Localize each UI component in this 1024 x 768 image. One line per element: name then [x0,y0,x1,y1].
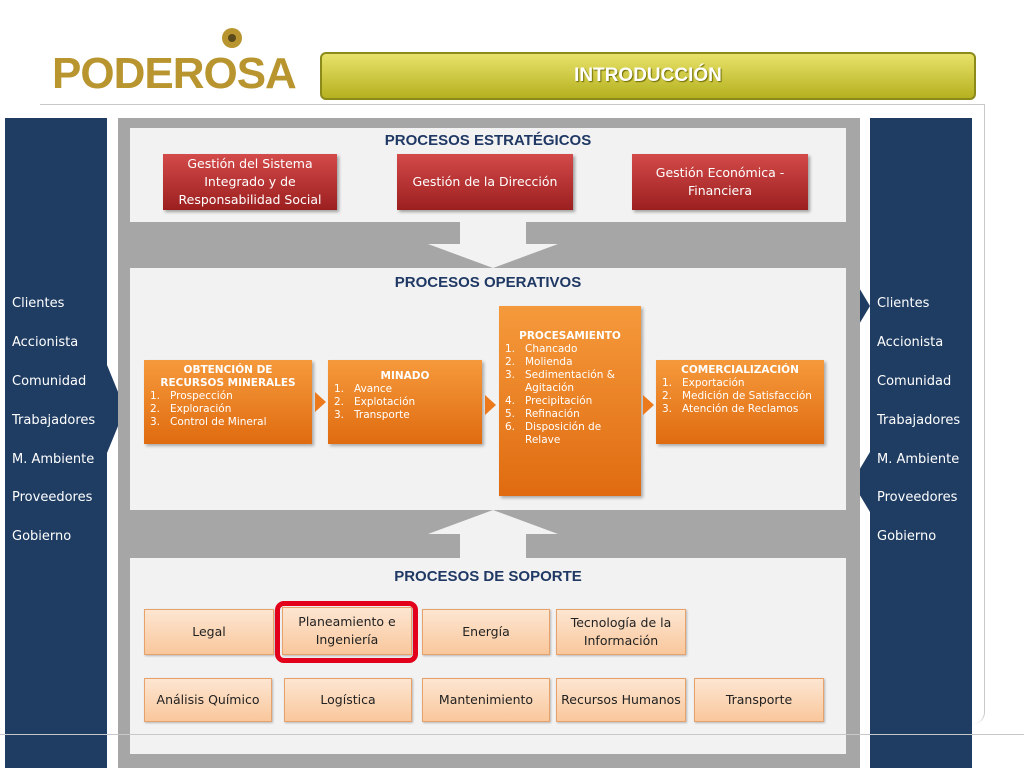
support-box-transport: Transporte [694,678,824,722]
stakeholder-right-item: M. Ambiente [877,452,960,467]
stakeholder-left-item: Proveedores [12,490,93,505]
slide-frame-line [40,104,985,724]
list-item: 3.Control de Mineral [150,416,267,428]
stakeholder-left-item: Accionista [12,335,79,350]
stakeholders-right-column: Clientes Accionista Comunidad Trabajador… [870,118,972,768]
list-item: 4.Precipitación [505,395,593,407]
support-box-planning-engineering: Planeamiento e Ingeniería [282,607,412,655]
support-box-chemical-analysis: Análisis Químico [144,678,272,722]
flow-arrow-icon [315,392,326,412]
strategic-title: PROCESOS ESTRATÉGICOS [384,132,592,149]
operative-box-title: OBTENCIÓN DE RECURSOS MINERALES [160,364,296,389]
strategic-box-management: Gestión de la Dirección [397,154,573,210]
support-box-energy: Energía [422,609,550,655]
logo-dot-icon [222,28,242,48]
flow-arrow-icon [485,395,496,415]
list-item: 5.Refinación [505,408,580,420]
list-item: 6.Disposición de Relave [505,421,602,446]
support-box-legal: Legal [144,609,274,655]
stakeholder-right-item: Comunidad [877,374,952,389]
section-banner: INTRODUCCIÓN [320,52,976,100]
list-item: 2.Molienda [505,356,573,368]
flow-arrow-icon [643,395,654,415]
list-item: 1.Exportación [662,377,745,389]
list-item: 3.Transporte [334,409,410,421]
strategic-box-integrated-system: Gestión del Sistema Integrado y de Respo… [163,154,337,210]
stakeholder-right-item: Clientes [877,296,930,311]
support-box-maintenance: Mantenimiento [422,678,550,722]
operative-box-commercialization: COMERCIALIZACIÓN 1.Exportación 2.Medició… [656,360,824,444]
list-item: 3.Sedimentación & Agitación [505,369,615,394]
support-box-logistics: Logística [284,678,412,722]
support-box-it: Tecnología de la Información [556,609,686,655]
list-item: 1.Prospección [150,390,233,402]
stakeholder-right-item: Gobierno [877,529,937,544]
operative-box-title: COMERCIALIZACIÓN [681,364,799,376]
highlight-frame [275,601,418,663]
stakeholder-right-item: Proveedores [877,490,958,505]
support-title: PROCESOS DE SOPORTE [394,568,582,585]
support-box-human-resources: Recursos Humanos [556,678,686,722]
operative-box-mineral-resources: OBTENCIÓN DE RECURSOS MINERALES 1.Prospe… [144,360,312,444]
up-arrow-icon [428,510,558,558]
stakeholder-left-item: Clientes [12,296,65,311]
stakeholder-left-item: M. Ambiente [12,452,95,467]
support-processes-panel: PROCESOS DE SOPORTE [130,558,846,754]
bottom-divider [0,734,1024,735]
stakeholder-left-item: Trabajadores [12,413,96,428]
list-item: 2.Exploración [150,403,232,415]
strategic-box-finance: Gestión Económica - Financiera [632,154,808,210]
stakeholder-right-item: Accionista [877,335,944,350]
stakeholder-left-item: Gobierno [12,529,72,544]
company-logo: PODEROSA [52,49,297,98]
stakeholders-left-column: Clientes Accionista Comunidad Trabajador… [5,118,107,768]
list-item: 1.Chancado [505,343,578,355]
operative-box-title: PROCESAMIENTO [519,330,621,342]
operative-title: PROCESOS OPERATIVOS [394,274,582,291]
stakeholder-right-item: Trabajadores [877,413,961,428]
list-item: 2.Explotación [334,396,416,408]
operative-box-mining: MINADO 1.Avance 2.Explotación 3.Transpor… [328,360,482,444]
down-arrow-icon [428,222,558,268]
list-item: 3.Atención de Reclamos [662,403,799,415]
stakeholder-left-item: Comunidad [12,374,87,389]
operative-box-processing: PROCESAMIENTO 1.Chancado 2.Molienda 3.Se… [499,306,641,496]
list-item: 2.Medición de Satisfacción [662,390,812,402]
operative-box-title: MINADO [380,370,430,382]
list-item: 1.Avance [334,383,393,395]
